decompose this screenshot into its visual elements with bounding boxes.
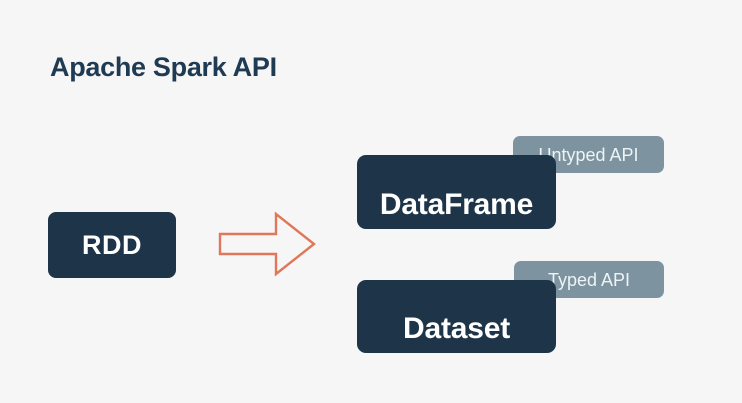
badge-untyped-api-label: Untyped API bbox=[538, 144, 639, 165]
page-title: Apache Spark API bbox=[50, 52, 277, 82]
right-arrow-icon bbox=[216, 209, 318, 279]
node-dataset-label: Dataset bbox=[403, 312, 510, 345]
node-dataframe: DataFrame bbox=[357, 155, 556, 229]
node-dataset: Dataset bbox=[357, 280, 556, 353]
node-dataframe-label: DataFrame bbox=[379, 188, 534, 221]
badge-typed-api-label: Typed API bbox=[547, 269, 631, 290]
node-rdd-label: RDD bbox=[82, 229, 142, 260]
node-rdd: RDD bbox=[48, 212, 176, 278]
